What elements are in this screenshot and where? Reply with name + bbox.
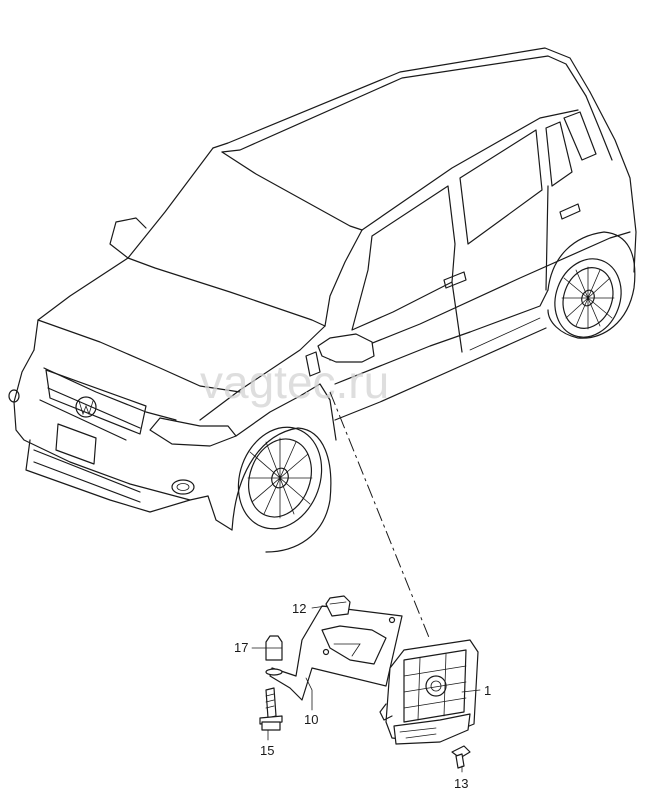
- leader-12: [311, 605, 327, 609]
- screw-13: [451, 745, 471, 769]
- clip-nut: [325, 595, 351, 617]
- control-unit: [379, 639, 479, 745]
- front-wheel: [231, 426, 332, 553]
- callout-15: 15: [260, 743, 274, 758]
- mounting-bracket: [269, 605, 403, 701]
- car-illustration: [8, 47, 637, 553]
- callout-13: 13: [454, 776, 468, 791]
- leader-1: [461, 689, 481, 693]
- callout-17: 17: [234, 640, 248, 655]
- callout-12: 12: [292, 601, 306, 616]
- watermark: vagtec.ru: [200, 356, 389, 408]
- spacer-nut: [265, 635, 283, 676]
- rear-wheel: [547, 231, 636, 339]
- leader-10: [305, 677, 313, 711]
- bolt-15: [259, 687, 283, 731]
- callout-1: 1: [484, 683, 491, 698]
- callout-10: 10: [304, 712, 318, 727]
- location-leader-line: [329, 391, 431, 641]
